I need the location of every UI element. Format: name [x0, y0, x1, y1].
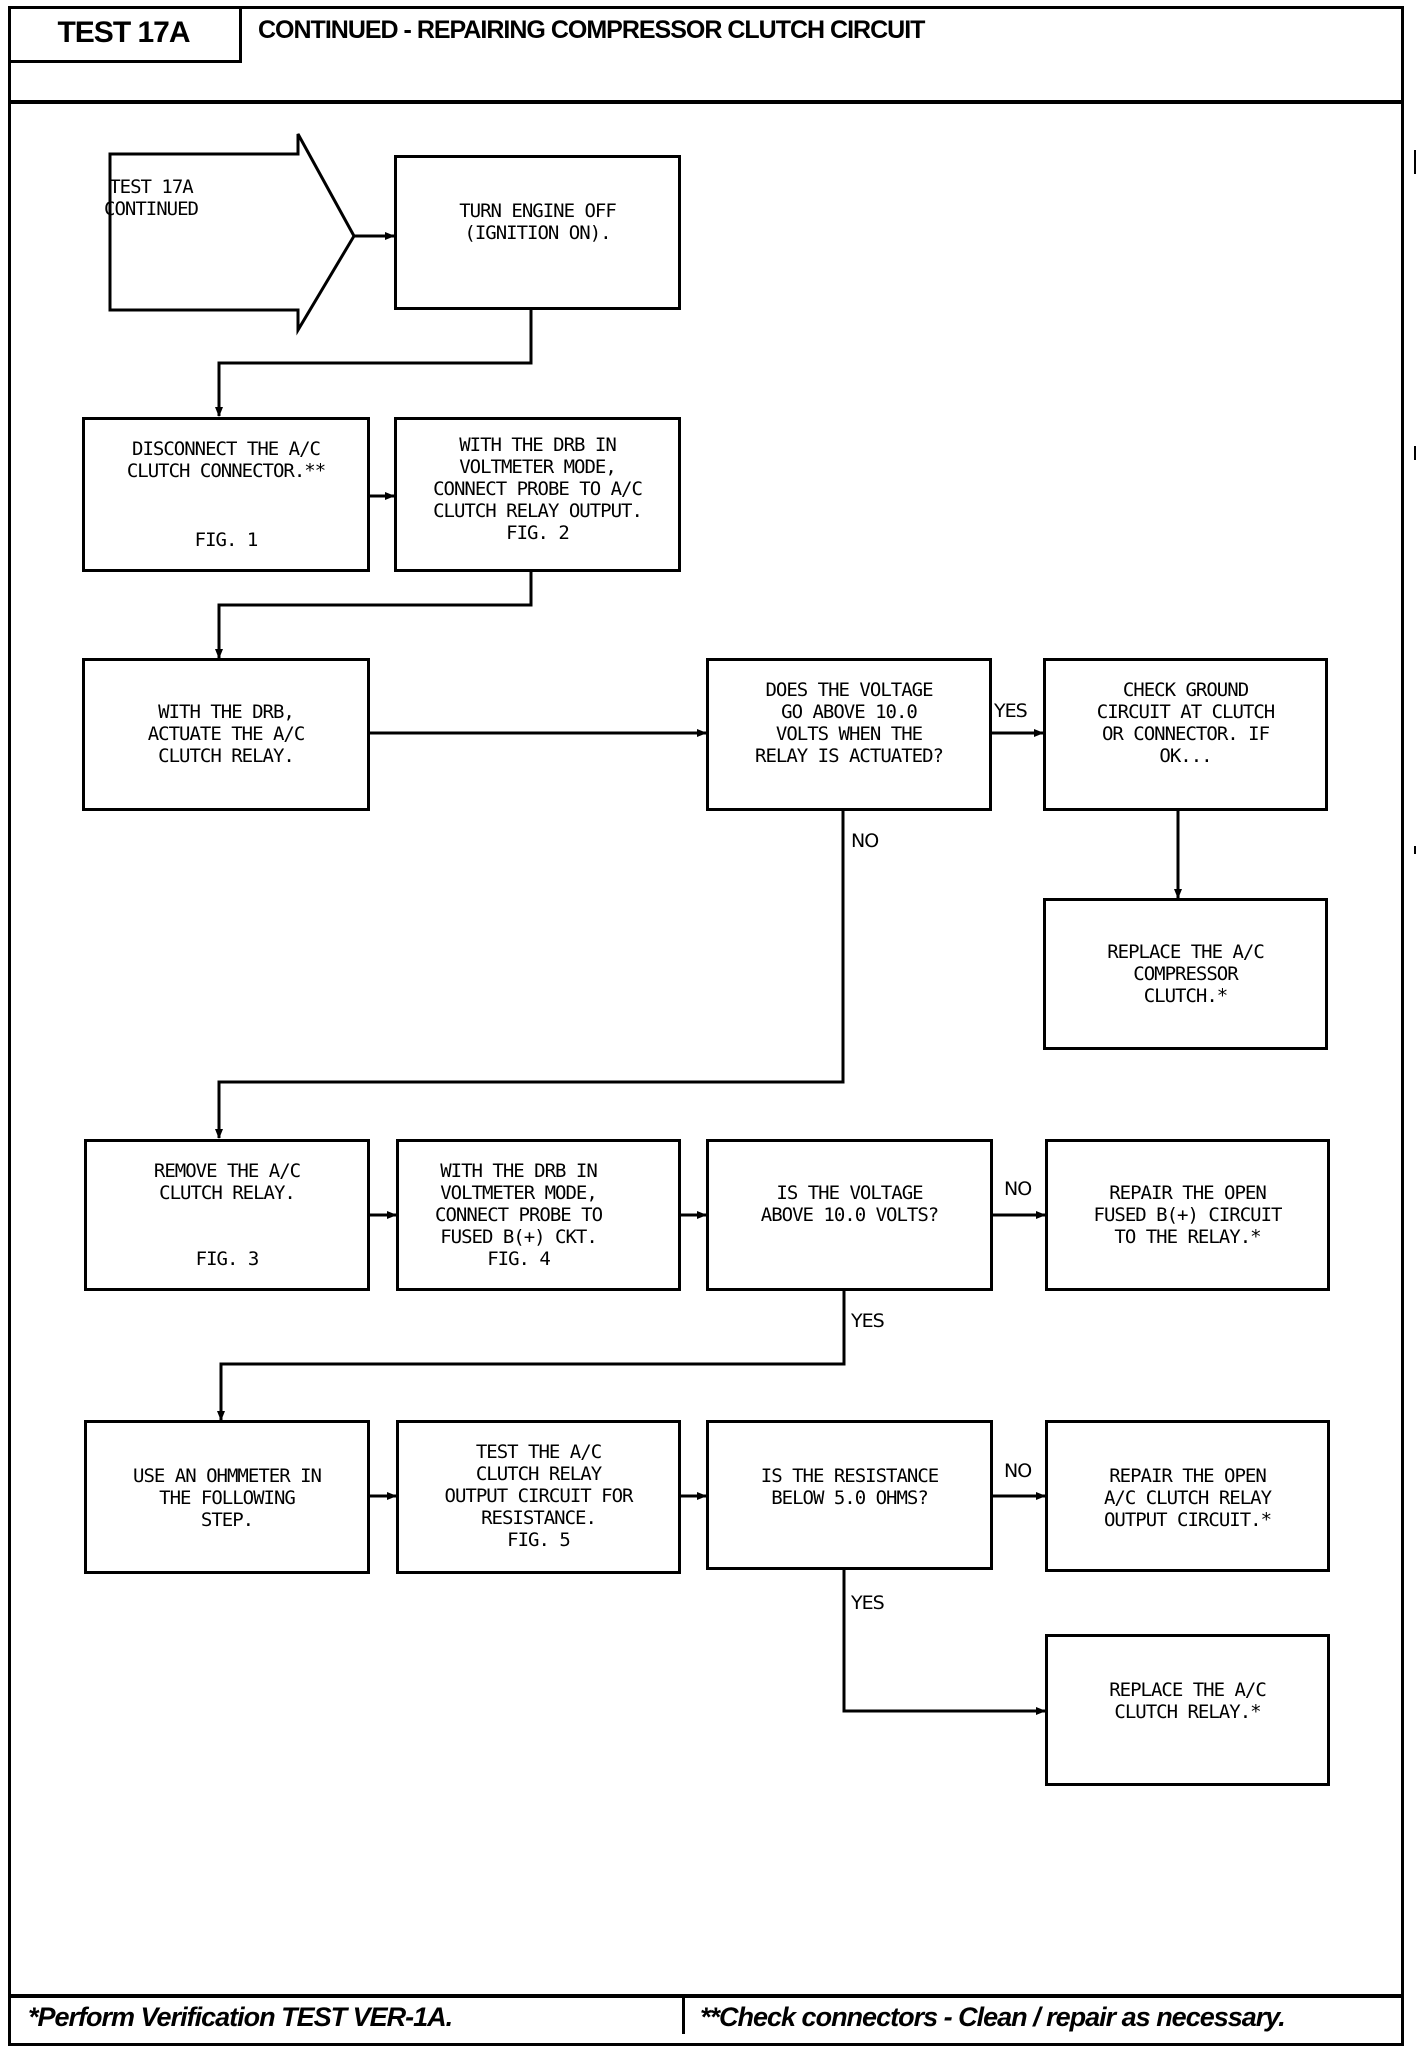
branch-label-q1-no: NO [851, 830, 879, 852]
page-title: CONTINUED - REPAIRING COMPRESSOR CLUTCH … [258, 16, 925, 44]
decision-voltage-when-actuated: DOES THE VOLTAGE GO ABOVE 10.0 VOLTS WHE… [706, 658, 992, 811]
connector-q3-yes [842, 1570, 1046, 1715]
fig-3-label: FIG. 3 [195, 1248, 260, 1270]
step-repair-relay-output: REPAIR THE OPEN A/C CLUTCH RELAY OUTPUT … [1045, 1420, 1330, 1572]
step-remove-relay-text: REMOVE THE A/C CLUTCH RELAY. [153, 1160, 301, 1204]
header-divider [8, 100, 1404, 104]
connector-engine-off-to-disconnect [215, 310, 533, 417]
step-check-ground: CHECK GROUND CIRCUIT AT CLUTCH OR CONNEC… [1043, 658, 1328, 811]
connector-probe-to-actuate [215, 572, 533, 659]
margin-mark [1414, 846, 1416, 854]
test-badge: TEST 17A [8, 6, 242, 63]
start-label: TEST 17A CONTINUED [104, 176, 199, 220]
branch-label-q3-no: NO [1004, 1460, 1032, 1482]
footer-divider [8, 1994, 1404, 1998]
step-actuate-relay: WITH THE DRB, ACTUATE THE A/C CLUTCH REL… [82, 658, 370, 811]
start-arrow-shape [108, 133, 356, 336]
connector-q2-yes [217, 1290, 846, 1421]
margin-mark [1414, 150, 1416, 174]
step-use-ohmmeter: USE AN OHMMETER IN THE FOLLOWING STEP. [84, 1420, 370, 1574]
decision-voltage-above-10: IS THE VOLTAGE ABOVE 10.0 VOLTS? [706, 1139, 993, 1291]
branch-label-q1-yes: YES [994, 700, 1028, 722]
start-label-line2: CONTINUED [104, 198, 199, 220]
step-probe-relay-output: WITH THE DRB IN VOLTMETER MODE, CONNECT … [394, 417, 681, 572]
fig-1-label: FIG. 1 [194, 529, 259, 551]
decision-resistance-below-5: IS THE RESISTANCE BELOW 5.0 OHMS? [706, 1420, 993, 1570]
footnote-verification: *Perform Verification TEST VER-1A. [28, 2002, 453, 2032]
branch-label-q3-yes: YES [851, 1592, 885, 1614]
step-repair-fused-b: REPAIR THE OPEN FUSED B(+) CIRCUIT TO TH… [1045, 1139, 1330, 1291]
step-test-relay-output: TEST THE A/C CLUTCH RELAY OUTPUT CIRCUIT… [396, 1420, 681, 1574]
step-turn-engine-off: TURN ENGINE OFF (IGNITION ON). [394, 155, 681, 310]
branch-label-q2-no: NO [1004, 1178, 1032, 1200]
step-probe-fused-b: WITH THE DRB IN VOLTMETER MODE, CONNECT … [396, 1139, 681, 1291]
step-disconnect-connector-text: DISCONNECT THE A/C CLUTCH CONNECTOR.** [126, 438, 326, 482]
footnote-connectors: **Check connectors - Clean / repair as n… [700, 2002, 1286, 2032]
footer-column-divider [682, 1994, 685, 2034]
step-replace-relay: REPLACE THE A/C CLUTCH RELAY.* [1045, 1634, 1330, 1786]
connector-q1-no [215, 811, 845, 1139]
branch-label-q2-yes: YES [851, 1310, 885, 1332]
step-remove-relay: REMOVE THE A/C CLUTCH RELAY. FIG. 3 [84, 1139, 370, 1291]
margin-mark [1414, 446, 1416, 460]
step-replace-compressor-clutch: REPLACE THE A/C COMPRESSOR CLUTCH.* [1043, 898, 1328, 1050]
step-disconnect-connector: DISCONNECT THE A/C CLUTCH CONNECTOR.** FI… [82, 417, 370, 572]
start-label-line1: TEST 17A [109, 176, 194, 198]
